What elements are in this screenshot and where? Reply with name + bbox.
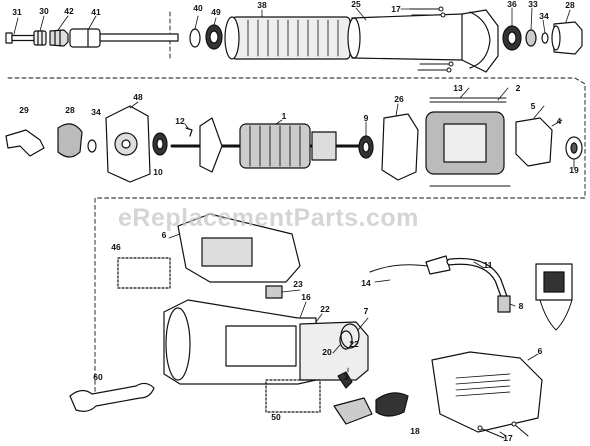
switch-part-23 [265, 285, 283, 299]
callout-3: 3 [343, 371, 349, 382]
baffle-part-26 [381, 113, 419, 181]
brush-holder-part-5 [515, 117, 553, 167]
callout-1: 1 [281, 110, 287, 121]
callout-22-lower: 22 [349, 338, 359, 349]
trigger-plate [333, 397, 373, 425]
callout-34: 34 [91, 106, 101, 117]
screw-part-17-bottom [477, 421, 529, 439]
callout-23: 23 [293, 278, 303, 289]
end-cap-part-28-top [551, 21, 583, 55]
callout-6-upper: 6 [161, 229, 167, 240]
callout-11: 11 [483, 259, 493, 270]
washer-part-34-top [541, 32, 549, 44]
callout-40: 40 [193, 2, 203, 13]
brush-cap-part-28 [57, 123, 83, 158]
callout-49: 49 [211, 6, 221, 17]
callout-60: 60 [93, 371, 103, 382]
callout-18: 18 [410, 425, 420, 436]
wrench-part-60 [69, 382, 155, 412]
callout-4: 4 [556, 115, 562, 126]
callout-5: 5 [530, 100, 536, 111]
handle-half-part-6 [177, 213, 301, 283]
callout-16: 16 [301, 291, 311, 302]
housing-part-25 [347, 9, 499, 73]
watermark: eReplacementParts.com [118, 204, 419, 232]
tube-part-38 [224, 16, 351, 60]
callout-33: 33 [528, 0, 538, 9]
spindle-part-41 [69, 28, 179, 48]
retaining-ring-part-40 [189, 28, 201, 48]
callout-50: 50 [271, 411, 281, 422]
brush-clip-part-29 [5, 129, 45, 157]
bearing-part-19 [565, 136, 583, 160]
bearing-part-49 [205, 24, 223, 50]
callout-9: 9 [363, 112, 369, 123]
callout-17-bottom: 17 [503, 432, 513, 443]
callout-8: 8 [518, 300, 524, 311]
callout-28: 28 [65, 104, 75, 115]
power-cord-part-11 [369, 255, 510, 306]
screw-part-17-top [409, 6, 454, 73]
leader-lines [13, 7, 575, 437]
label-plate-part-46 [117, 257, 171, 289]
plug-part-8 [497, 295, 511, 313]
callout-13: 13 [453, 82, 463, 93]
callout-17-top: 17 [391, 3, 401, 14]
ring-part-33 [525, 29, 537, 47]
handle-half-part-6-lower [431, 351, 543, 433]
callout-36: 36 [507, 0, 517, 9]
strain-relief-part-3 [337, 371, 353, 389]
key-part-12 [185, 127, 193, 137]
callout-22-upper: 22 [320, 303, 330, 314]
callout-14: 14 [361, 277, 371, 288]
callout-42: 42 [64, 5, 74, 16]
callout-46: 46 [111, 241, 121, 252]
label-plate-part-50 [265, 379, 321, 413]
callout-20: 20 [322, 346, 332, 357]
collet-part-42 [49, 29, 69, 47]
callout-2: 2 [515, 82, 521, 93]
field-part-2 [425, 97, 511, 187]
bolt-part-31 [5, 32, 35, 44]
bearing-part-9 [358, 135, 374, 159]
callout-48: 48 [133, 91, 143, 102]
switch-assembly [535, 263, 573, 331]
callout-12: 12 [175, 115, 185, 126]
callout-6-lower: 6 [537, 345, 543, 356]
callout-31: 31 [12, 6, 22, 17]
end-bracket-part-48 [105, 105, 151, 183]
callout-29: 29 [19, 104, 29, 115]
bearing-part-36 [502, 25, 522, 51]
callout-10: 10 [153, 166, 163, 177]
callout-38: 38 [257, 0, 267, 10]
callout-25: 25 [351, 0, 361, 9]
motor-housing [163, 299, 369, 385]
callout-34-top: 34 [539, 10, 549, 21]
nut-part-30 [33, 30, 47, 46]
armature-part-1 [170, 117, 362, 173]
washer-part-34 [87, 139, 97, 153]
ring-part-20 [339, 330, 353, 350]
callout-19: 19 [569, 164, 579, 175]
callout-7: 7 [363, 305, 369, 316]
callout-41: 41 [91, 6, 101, 17]
callout-30: 30 [39, 5, 49, 16]
callout-26: 26 [394, 93, 404, 104]
trigger-part-18 [375, 392, 409, 417]
bearing-part-10 [152, 132, 168, 156]
callout-28-top: 28 [565, 0, 575, 10]
